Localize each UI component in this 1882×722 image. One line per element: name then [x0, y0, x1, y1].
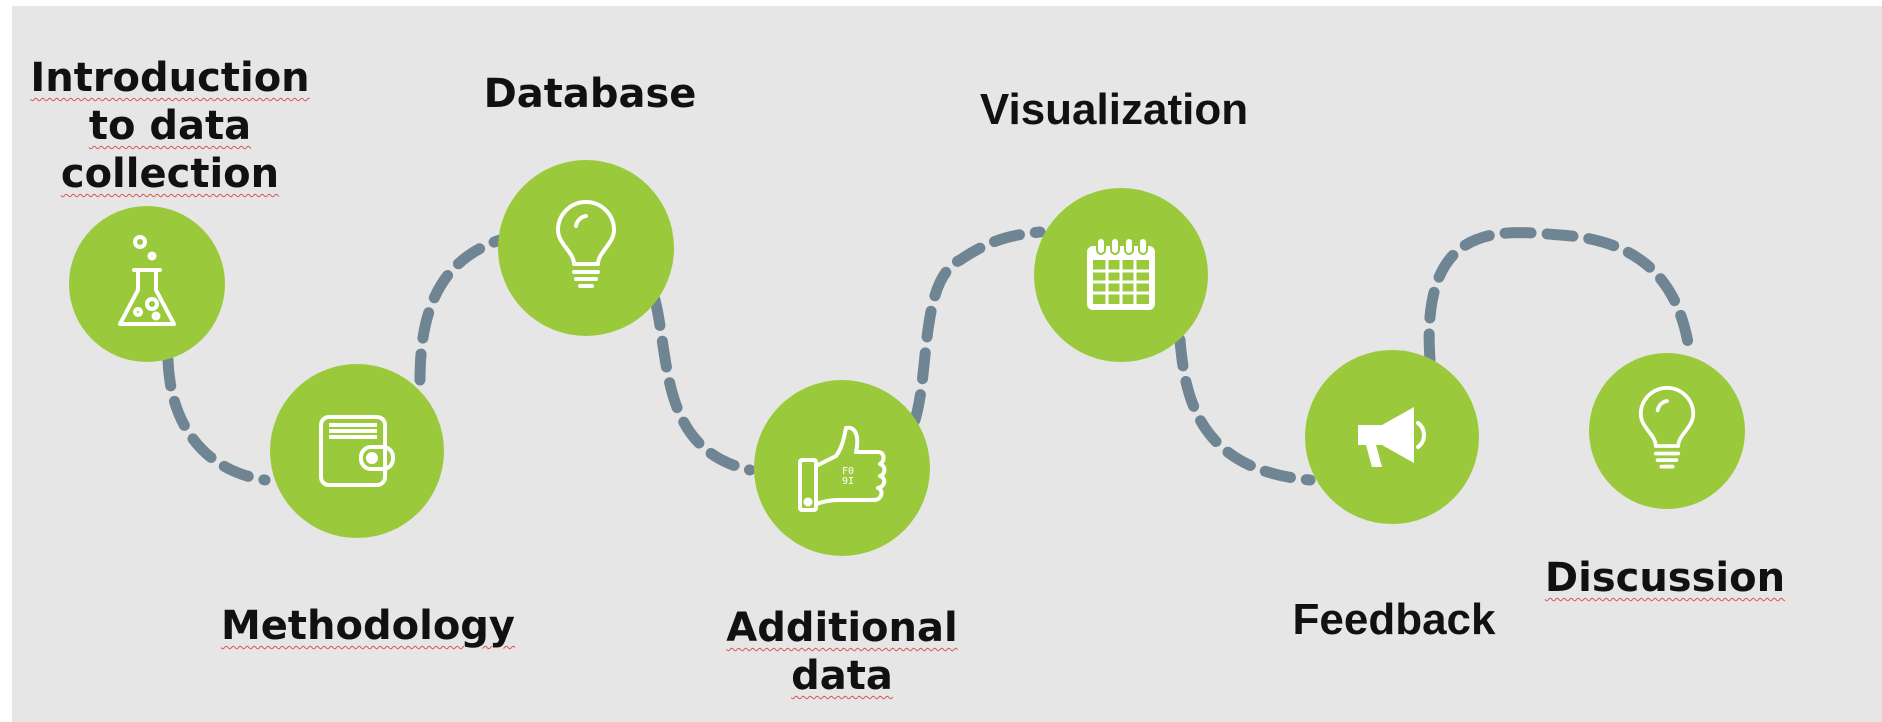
- lightbulb-icon: [1638, 386, 1696, 469]
- label-methodology: Methodology: [220, 603, 516, 649]
- svg-text:F0: F0: [842, 466, 854, 477]
- step-node-visualization: [1034, 188, 1208, 362]
- label-additional-data: Additional data: [726, 605, 958, 699]
- label-database: Database: [483, 71, 697, 117]
- flask-icon: [118, 235, 176, 326]
- svg-text:9I: 9I: [842, 476, 854, 487]
- diagram-canvas: [12, 6, 1882, 722]
- megaphone-icon: [1358, 407, 1426, 467]
- step-node-feedback: [1305, 350, 1479, 524]
- label-discussion: Discussion: [1544, 555, 1786, 601]
- step-node-introduction: [69, 206, 225, 362]
- label-visualization: Visualization: [979, 85, 1249, 134]
- wallet-icon: [319, 415, 395, 487]
- step-node-additional-data: F0 9I: [754, 380, 930, 556]
- step-node-discussion: [1589, 353, 1745, 509]
- label-introduction: Introduction to data collection: [30, 55, 310, 197]
- thumbs-up-icon: F0 9I: [798, 425, 887, 512]
- label-feedback: Feedback: [1292, 595, 1496, 644]
- step-node-database: [498, 160, 674, 336]
- calendar-icon: [1087, 237, 1155, 310]
- step-node-methodology: [270, 364, 444, 538]
- lightbulb-icon: [556, 200, 616, 288]
